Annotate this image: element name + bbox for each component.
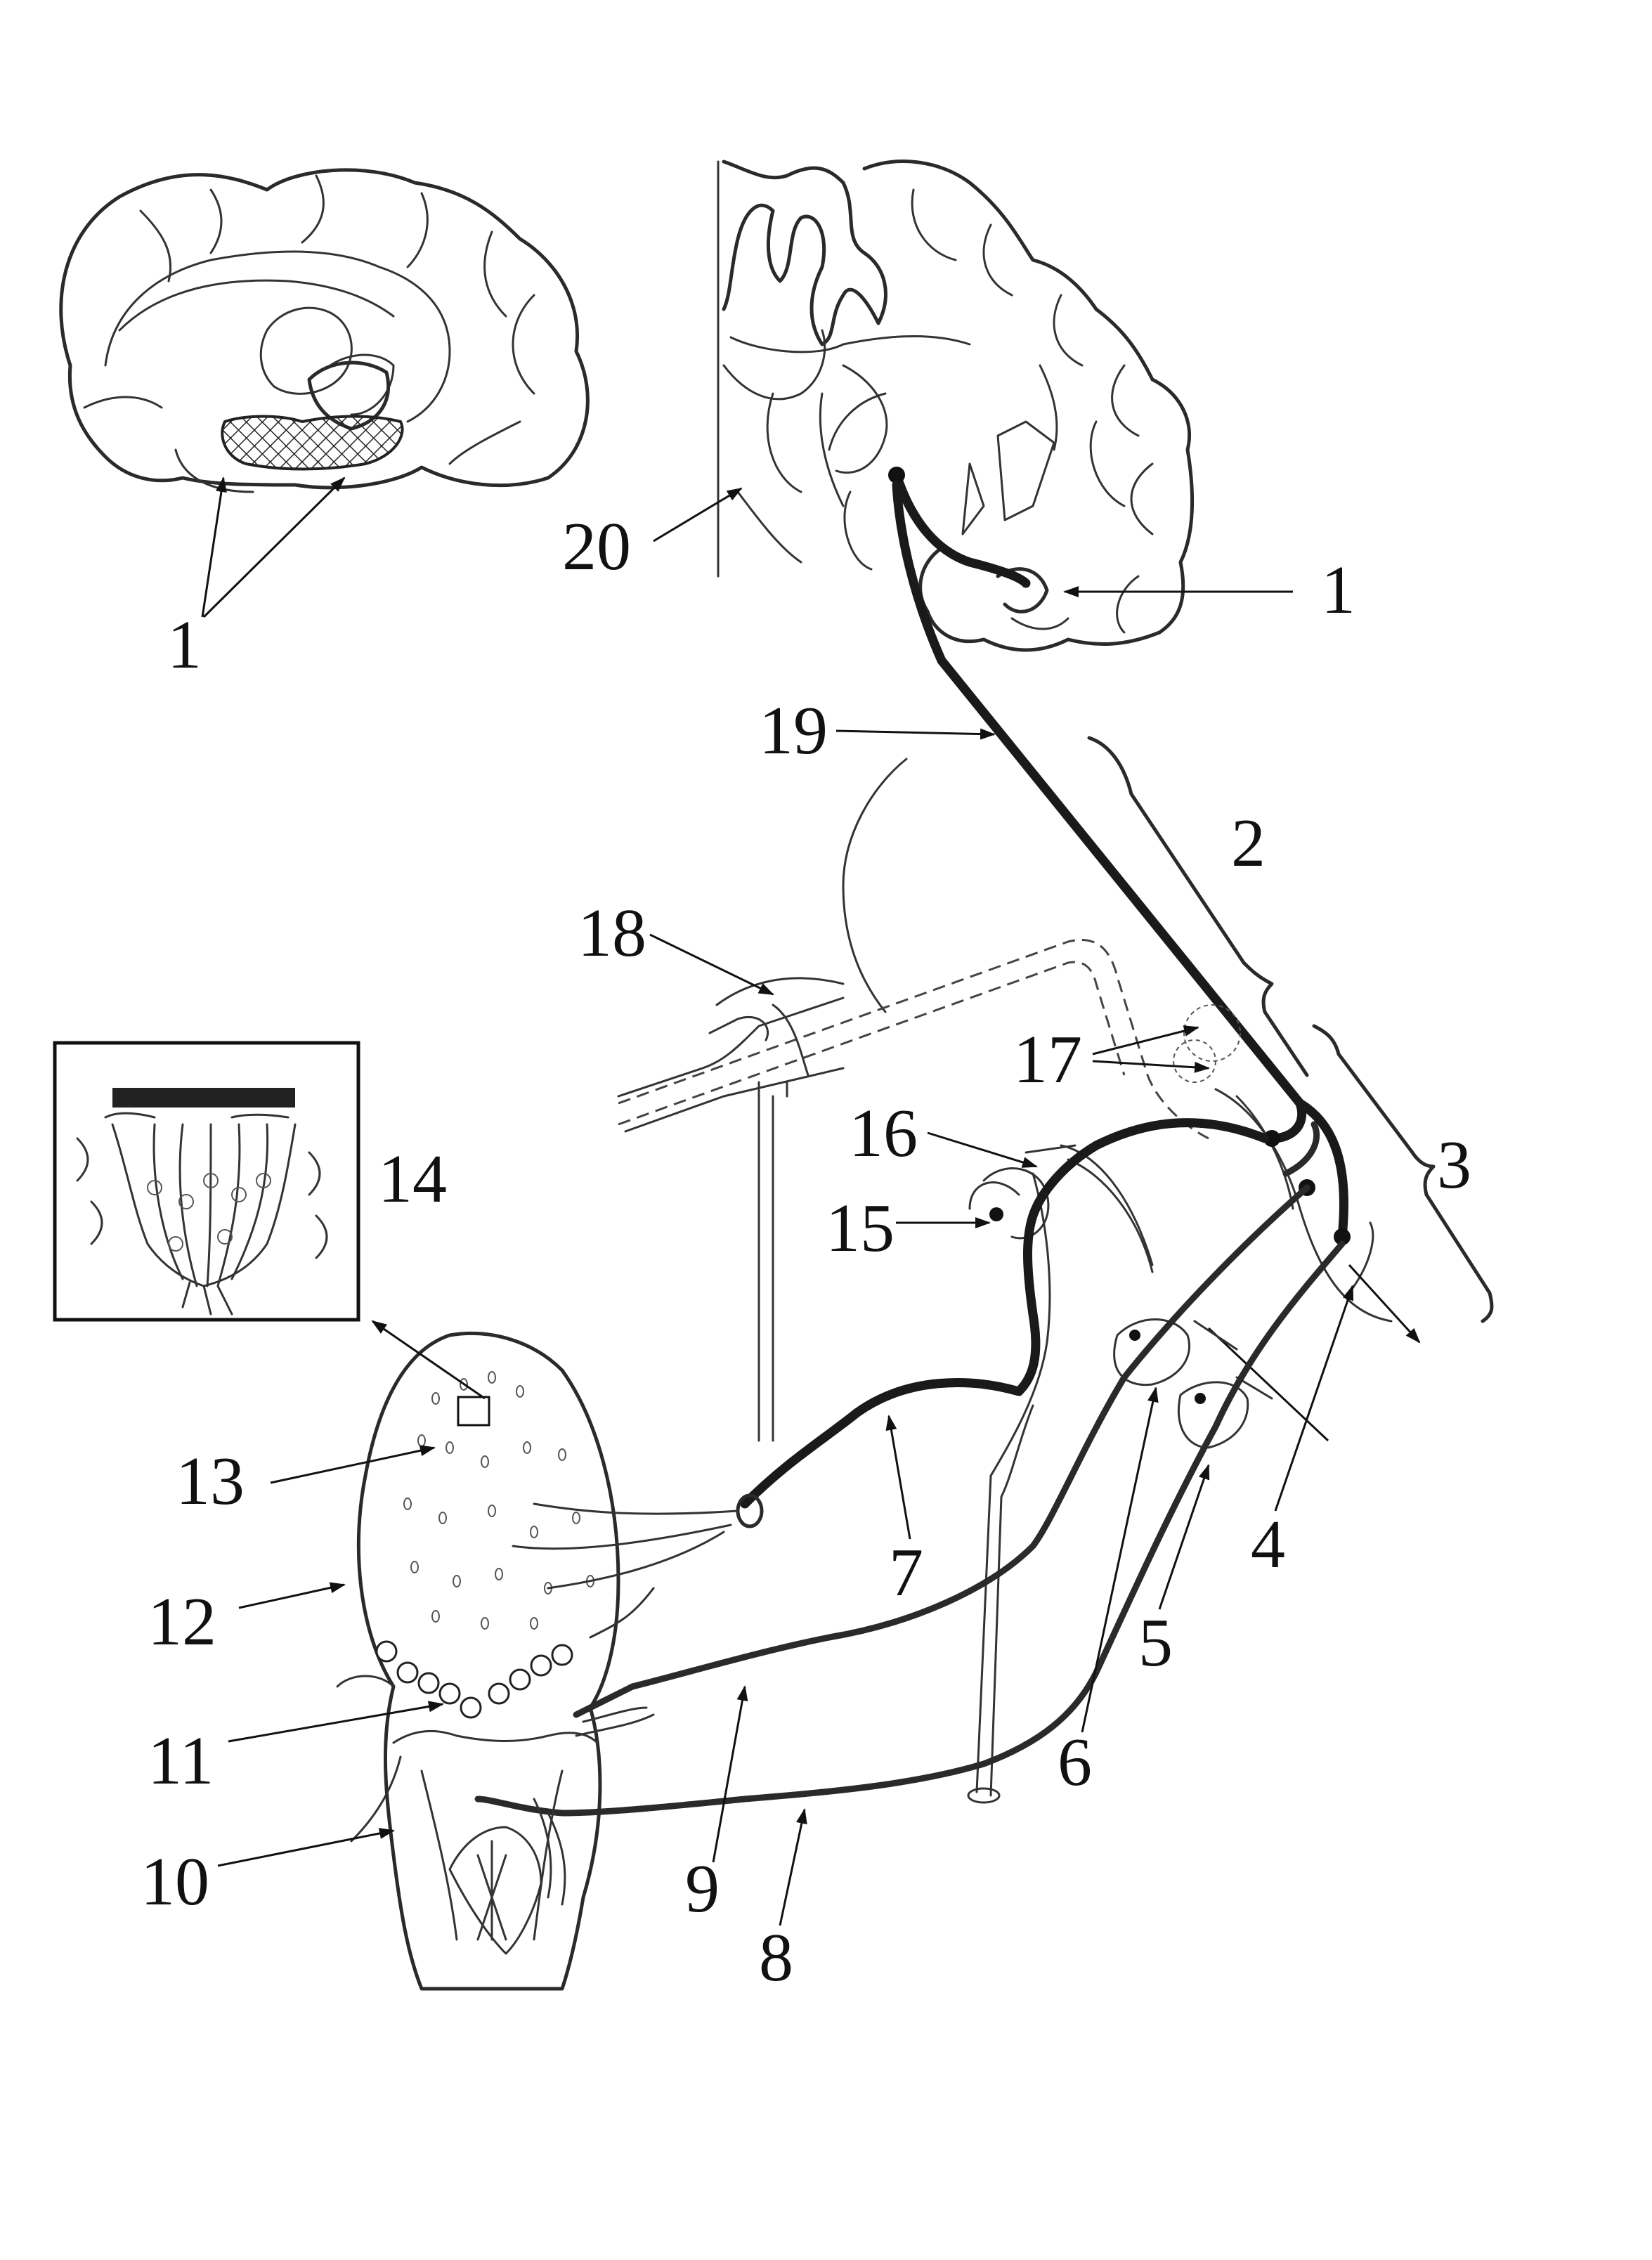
label-2: 2	[1231, 805, 1266, 881]
taste-bud-inset: 14	[53, 1041, 486, 1400]
label-10: 10	[141, 1844, 209, 1920]
label-19: 19	[759, 693, 828, 769]
papillae-row	[375, 1640, 573, 1719]
tongue	[336, 1332, 739, 1991]
label-7: 7	[889, 1535, 923, 1611]
taste-bud-box	[457, 1396, 490, 1427]
taste-tract	[474, 1098, 1351, 1817]
label-3: 3	[1437, 1127, 1471, 1203]
coronal-brain-section: 1 20	[562, 160, 1355, 1108]
brainstem-and-nerves	[617, 758, 1421, 1804]
label-15: 15	[826, 1190, 895, 1266]
label-18: 18	[578, 895, 646, 971]
brackets: 2 3	[1087, 736, 1494, 1323]
medial-brain-view: 1	[59, 168, 590, 683]
label-20: 20	[562, 509, 631, 585]
label-5: 5	[1138, 1605, 1173, 1681]
label-11: 11	[148, 1723, 214, 1799]
fungiform-papillae	[403, 1371, 594, 1630]
labels: 19 18 17 16 15 13 12 11 10 7 9 8	[141, 693, 1354, 1996]
label-6: 6	[1058, 1725, 1092, 1800]
label-8: 8	[759, 1920, 793, 1996]
label-14: 14	[378, 1141, 447, 1217]
label-16: 16	[849, 1096, 918, 1171]
label-12: 12	[148, 1584, 216, 1660]
label-17: 17	[1013, 1022, 1082, 1098]
label-1-coronal: 1	[1321, 552, 1355, 628]
label-13: 13	[176, 1443, 245, 1519]
label-4: 4	[1251, 1507, 1285, 1583]
label-9: 9	[685, 1851, 720, 1927]
label-1-brain: 1	[167, 607, 202, 683]
